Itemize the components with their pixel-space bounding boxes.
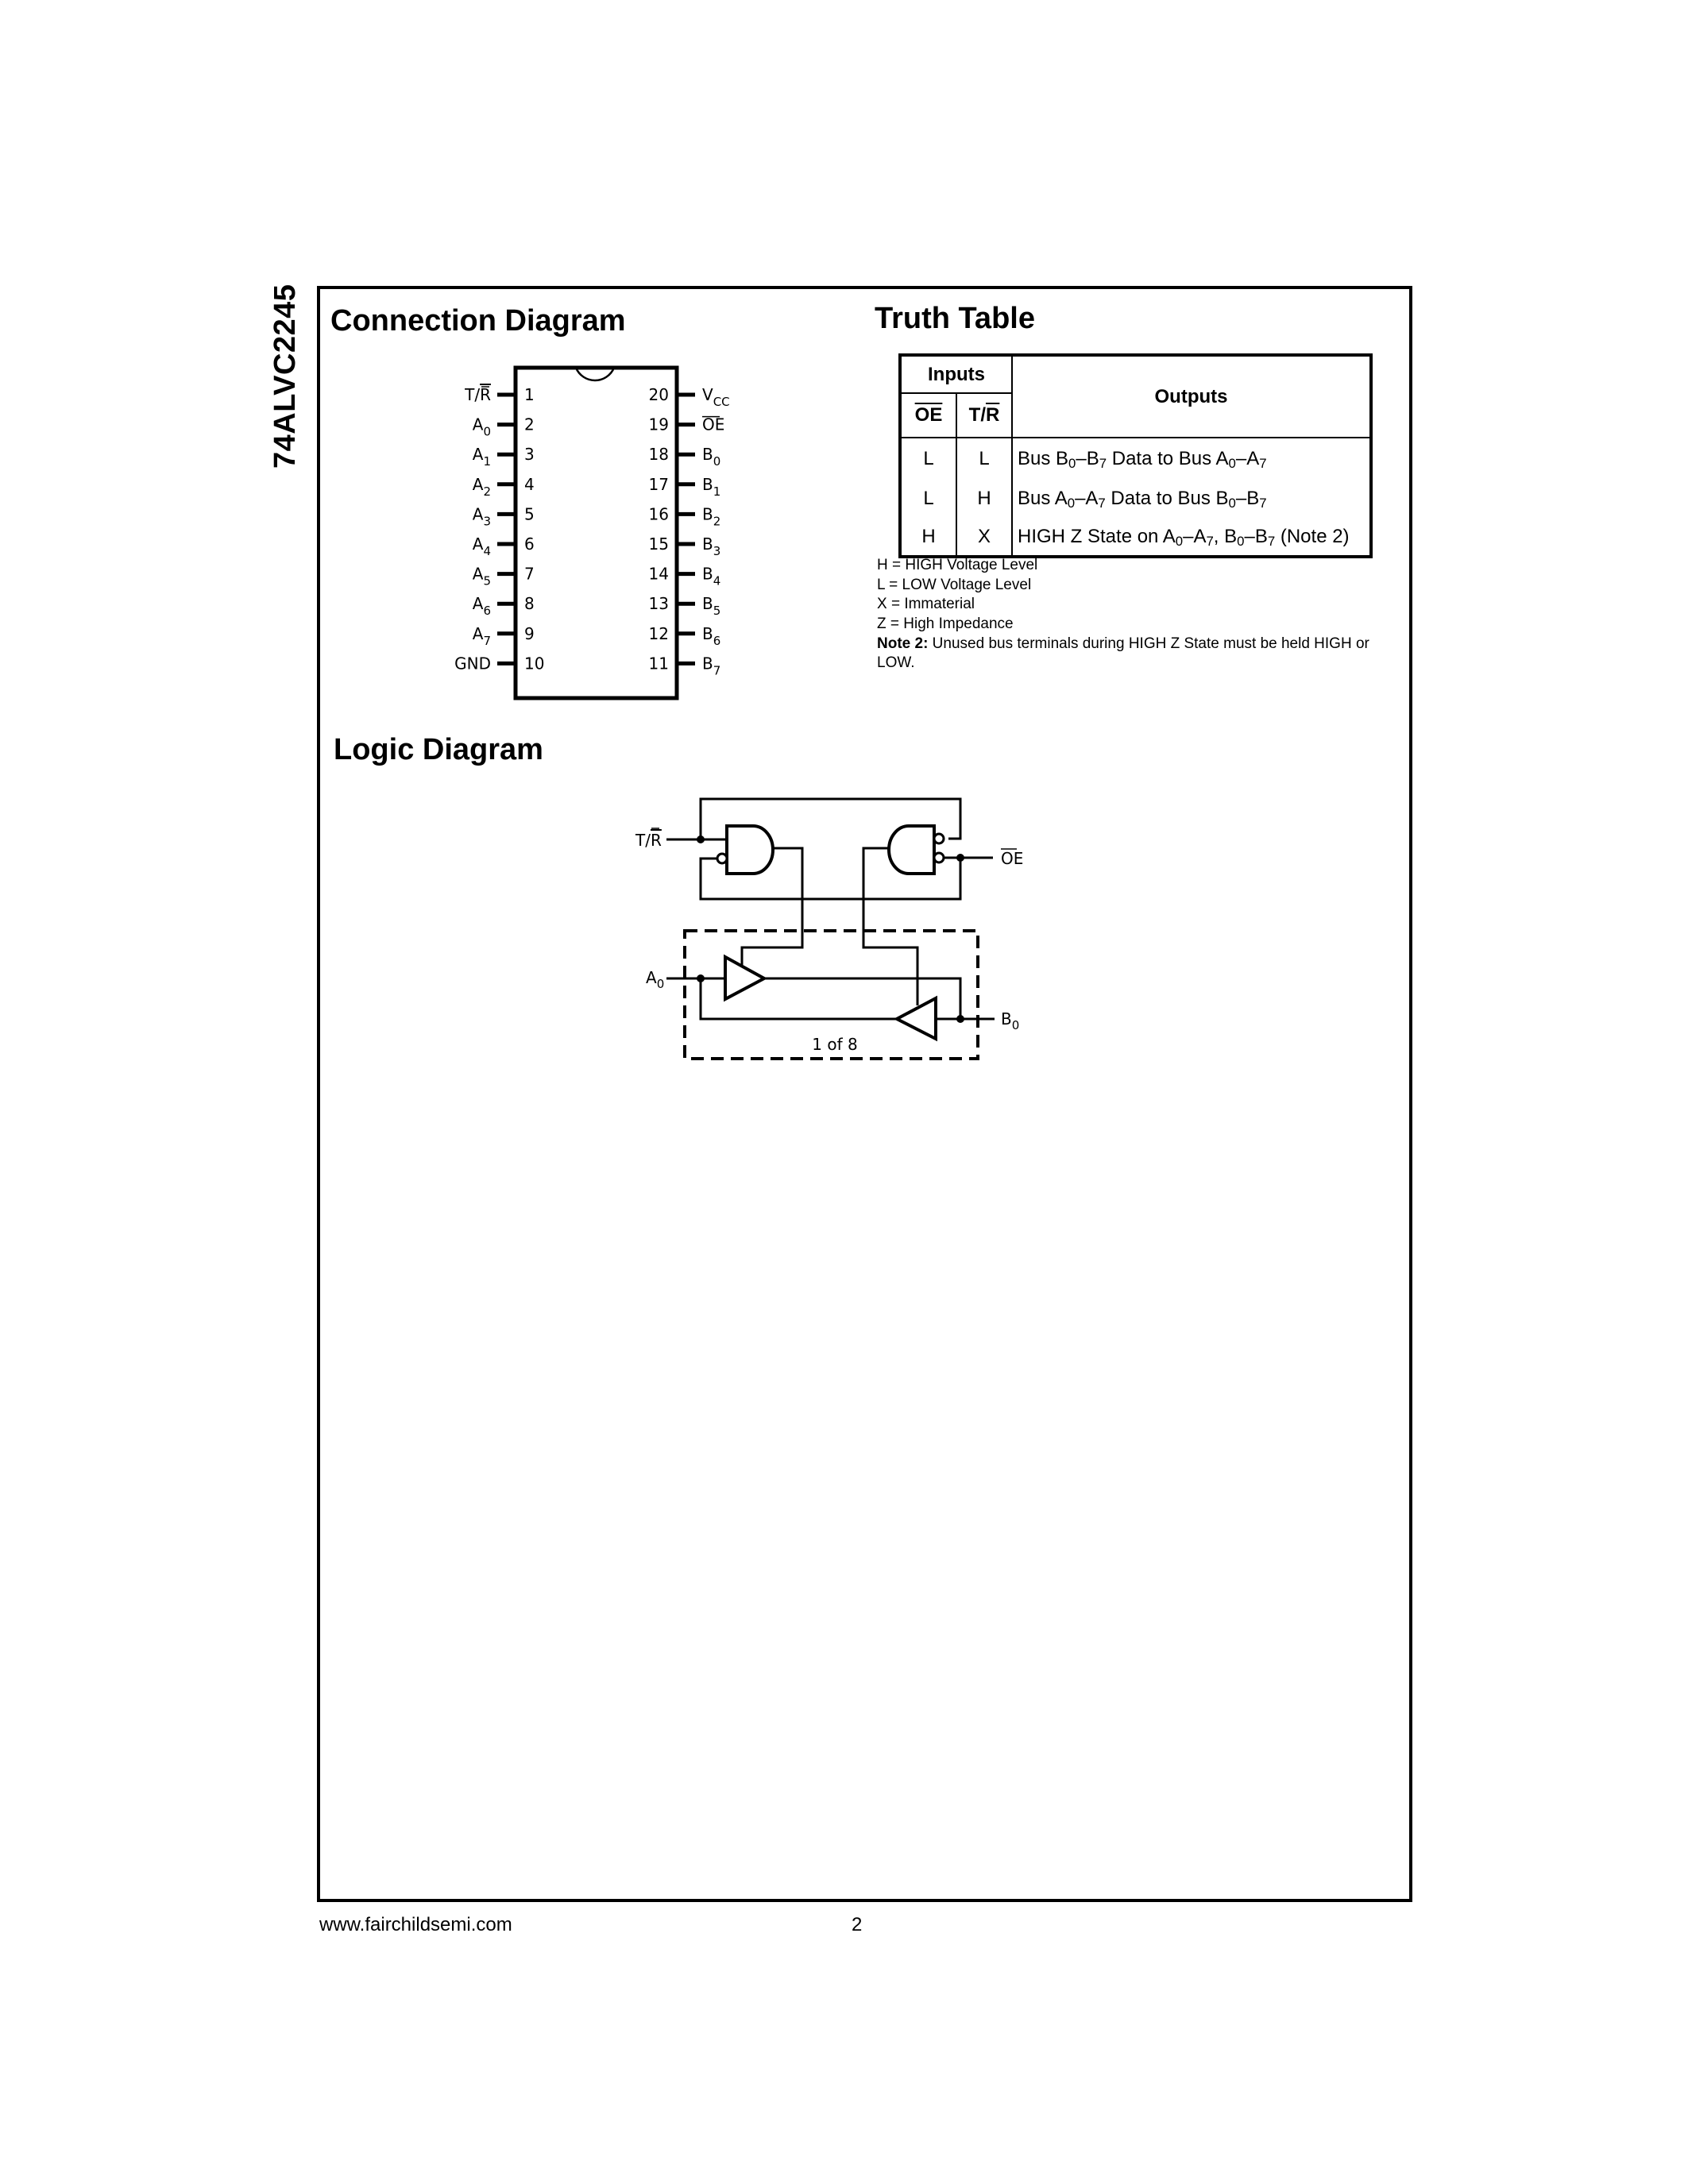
tr-value: X [956, 518, 1013, 557]
right-pin-number: 15 [649, 534, 669, 554]
logic-diagram-title: Logic Diagram [334, 733, 543, 766]
note-text: Unused bus terminals during HIGH Z State… [877, 635, 1369, 671]
inverter-bubble [716, 852, 728, 865]
legend-item: Z = High Impedance [877, 615, 1014, 632]
tr-column-header: T/R [956, 392, 1013, 438]
right-pin-name: B6 [702, 624, 720, 648]
one-of-eight-caption: 1 of 8 [812, 1035, 857, 1054]
right-pin-name: OE [702, 415, 724, 434]
content-frame [317, 286, 1412, 1902]
tr-value: L [956, 437, 1013, 479]
right-pin-name: B1 [702, 475, 720, 499]
oe-label: OE [1001, 849, 1023, 868]
legend-item: L = LOW Voltage Level [877, 576, 1032, 593]
right-pin-number: 18 [649, 445, 669, 464]
one-of-eight-boundary [683, 929, 979, 1060]
wire-forward-output [764, 977, 962, 1019]
left-pin-number: 9 [524, 624, 535, 643]
wire-reverse-output [699, 978, 897, 1021]
b0-label: B0 [1001, 1009, 1019, 1032]
legend-item: X = Immaterial [877, 596, 975, 612]
forward-buffer [724, 954, 768, 1002]
wire-lower-loop [699, 857, 962, 901]
inverter-bubble [933, 832, 945, 845]
junction-dot [956, 854, 964, 862]
connection-diagram-title: Connection Diagram [330, 304, 626, 338]
reverse-buffer [893, 995, 937, 1042]
inputs-header: Inputs [899, 354, 1013, 394]
oe-column-header: OE [899, 392, 957, 438]
outputs-header: Outputs [1011, 354, 1372, 438]
left-pin-name: A1 [473, 445, 491, 469]
left-pin-name: A6 [473, 594, 491, 618]
page-number: 2 [852, 1914, 863, 1935]
left-pin-name: A4 [473, 534, 491, 558]
part-number-side-label: 74ALVC2245 [268, 284, 302, 469]
pin1-notch [574, 367, 616, 382]
tr-label: T/R [635, 831, 662, 850]
and-gate-left [725, 824, 774, 875]
ic-package [513, 365, 679, 700]
wire-top-loop [699, 797, 962, 840]
junction-dot [956, 1015, 964, 1023]
left-pin-name: T/R [464, 385, 491, 404]
junction-dot [697, 835, 705, 843]
and-gate-right [887, 824, 936, 875]
right-pin-name: B0 [702, 445, 720, 469]
legend-item: H = HIGH Voltage Level [877, 557, 1038, 573]
right-pin-number: 13 [649, 594, 669, 613]
left-pin-number: 4 [524, 475, 535, 494]
left-pin-number: 5 [524, 504, 535, 523]
oe-value: H [899, 518, 957, 557]
truth-table-title: Truth Table [875, 302, 1035, 335]
left-pin-name: A3 [473, 504, 491, 528]
right-pin-name: B3 [702, 534, 720, 558]
footer-website-link[interactable]: www.fairchildsemi.com [319, 1914, 512, 1935]
right-pin-name: VCC [702, 385, 730, 409]
junction-dot [697, 974, 705, 982]
inverter-bubble [933, 851, 945, 864]
right-pin-number: 11 [649, 654, 669, 673]
left-pin-number: 6 [524, 534, 535, 554]
output-description: Bus A0–A7 Data to Bus B0–B7 [1011, 479, 1372, 518]
left-pin-number: 2 [524, 415, 535, 434]
a0-label: A0 [646, 968, 664, 991]
right-pin-number: 16 [649, 504, 669, 523]
right-pin-number: 14 [649, 565, 669, 584]
right-pin-number: 17 [649, 475, 669, 494]
wire-left-gate-output [740, 847, 804, 965]
left-pin-number: 1 [524, 385, 535, 404]
truth-table-legend: H = HIGH Voltage Level L = LOW Voltage L… [877, 556, 1037, 634]
right-pin-name: B5 [702, 594, 720, 618]
left-pin-name: A0 [473, 415, 491, 439]
wire-right-gate-output [862, 847, 919, 1005]
right-pin-number: 20 [649, 385, 669, 404]
left-pin-name: GND [454, 654, 491, 673]
tr-value: H [956, 479, 1013, 518]
output-description: Bus B0–B7 Data to Bus A0–A7 [1011, 437, 1372, 479]
oe-value: L [899, 437, 957, 479]
output-description: HIGH Z State on A0–A7, B0–B7 (Note 2) [1011, 518, 1372, 557]
left-pin-name: A7 [473, 624, 491, 648]
right-pin-number: 12 [649, 624, 669, 643]
oe-value: L [899, 479, 957, 518]
left-pin-number: 7 [524, 565, 535, 584]
left-pin-name: A2 [473, 475, 491, 499]
note-2: Note 2: Unused bus terminals during HIGH… [877, 635, 1385, 673]
right-pin-number: 19 [649, 415, 669, 434]
logic-diagram: T/R OE A0 B0 1 of 8 [635, 797, 1023, 1060]
left-pin-name: A5 [473, 565, 491, 588]
right-pin-name: B4 [702, 565, 720, 588]
left-pin-number: 8 [524, 594, 535, 613]
left-pin-number: 3 [524, 445, 535, 464]
note-label: Note 2: [877, 635, 929, 652]
right-pin-name: B7 [702, 654, 720, 677]
right-pin-name: B2 [702, 504, 720, 528]
connection-diagram: 1 T/R 2 A0 3 A1 4 A2 5 A3 6 A4 7 A5 8 A6 9 A7 10 GND 20 VCC 19… [454, 365, 730, 700]
left-pin-number: 10 [524, 654, 544, 673]
